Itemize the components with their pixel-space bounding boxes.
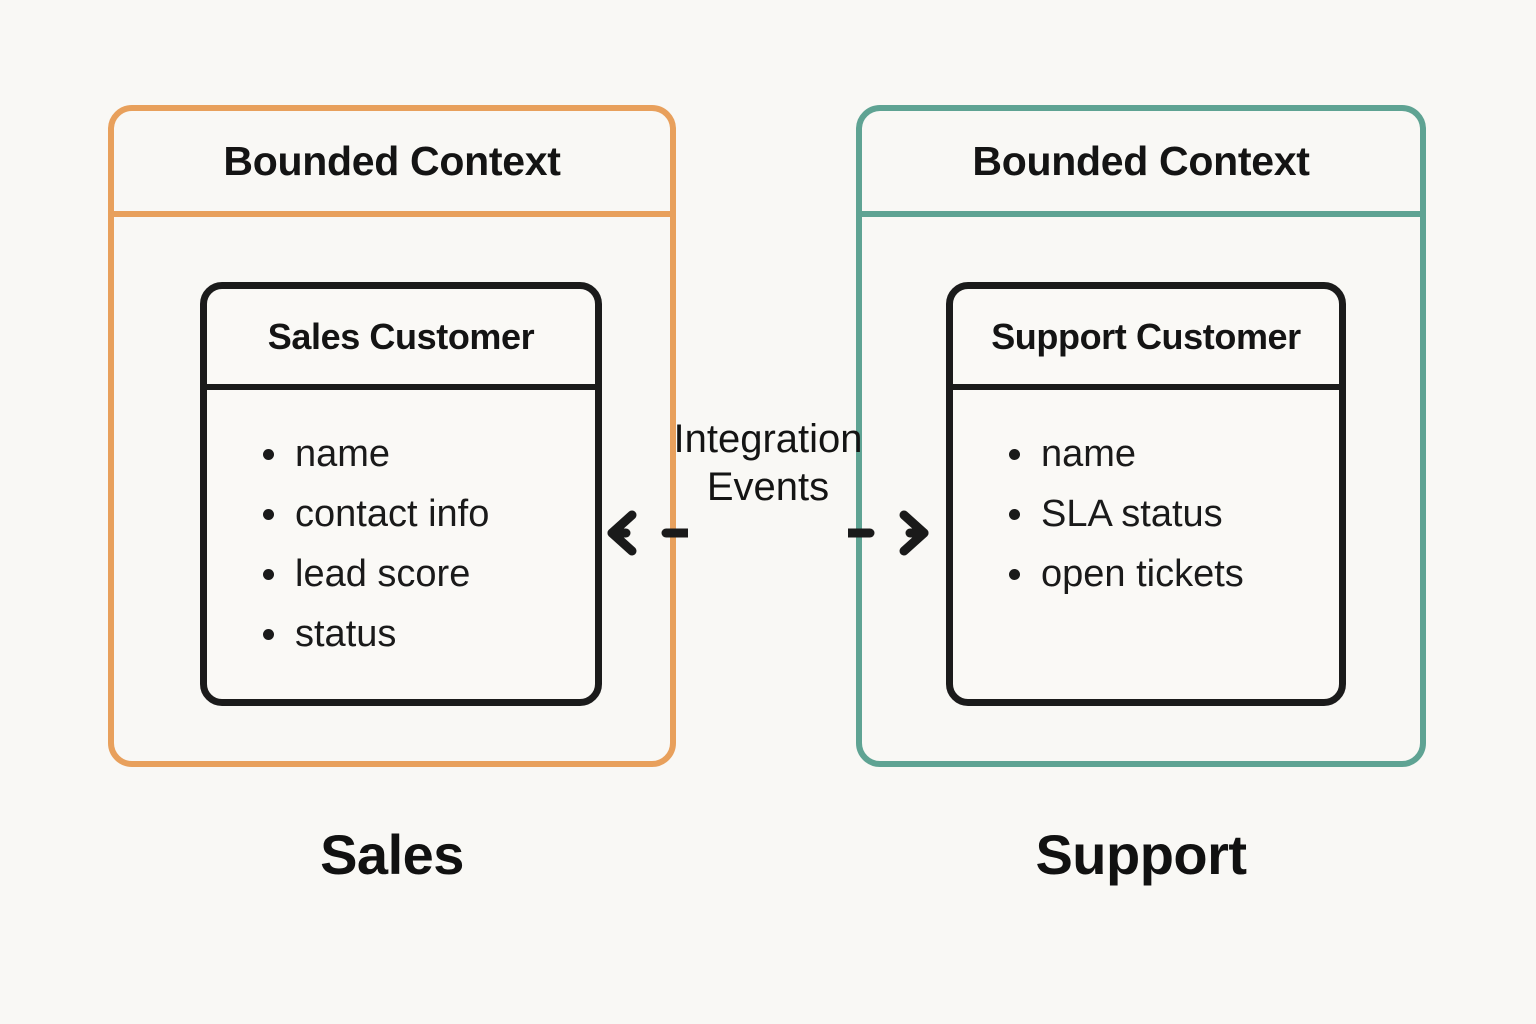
integration-events-label-line2: Events	[706, 465, 830, 509]
list-item: SLA status	[1005, 484, 1339, 544]
attribute-label: SLA status	[1041, 493, 1223, 535]
context-name-support: Support	[1035, 823, 1247, 886]
integration-events-label-line1: Integration	[673, 417, 863, 461]
bounded-context-support[interactable]: Bounded Context Support Customer name SL…	[856, 105, 1426, 767]
entity-sales-customer-title: Sales Customer	[207, 289, 595, 390]
bounded-context-sales[interactable]: Bounded Context Sales Customer name cont…	[108, 105, 676, 767]
bounded-context-support-header: Bounded Context	[862, 111, 1420, 217]
bounded-context-sales-header: Bounded Context	[114, 111, 670, 217]
entity-sales-customer-body: name contact info lead score status	[207, 390, 595, 664]
attribute-label: contact info	[295, 493, 490, 535]
list-item: lead score	[259, 544, 595, 604]
entity-support-customer-title-label: Support Customer	[991, 315, 1301, 357]
bullet-icon	[263, 629, 274, 640]
entity-sales-customer-attribute-list: name contact info lead score status	[207, 424, 595, 664]
attribute-label: name	[1041, 433, 1137, 475]
attribute-label: lead score	[295, 553, 471, 595]
list-item: name	[259, 424, 595, 484]
attribute-label: status	[295, 613, 397, 655]
list-item: status	[259, 604, 595, 664]
entity-support-customer-title: Support Customer	[953, 289, 1339, 390]
entity-card-support-customer[interactable]: Support Customer name SLA status open ti…	[946, 282, 1346, 706]
attribute-label: name	[295, 433, 391, 475]
bullet-icon	[263, 569, 274, 580]
arrow-left-dashed-icon	[607, 510, 688, 556]
bounded-context-sales-header-label: Bounded Context	[223, 137, 561, 184]
integration-events-label: Integration Events	[600, 415, 936, 511]
context-name-sales: Sales	[320, 823, 464, 886]
bullet-icon	[1009, 509, 1020, 520]
list-item: open tickets	[1005, 544, 1339, 604]
bullet-icon	[263, 449, 274, 460]
bullet-icon	[1009, 569, 1020, 580]
entity-support-customer-body: name SLA status open tickets	[953, 390, 1339, 604]
integration-events-group: Integration Events	[600, 415, 936, 556]
bullet-icon	[263, 509, 274, 520]
bounded-context-support-header-label: Bounded Context	[972, 137, 1310, 184]
list-item: contact info	[259, 484, 595, 544]
entity-card-sales-customer[interactable]: Sales Customer name contact info lead sc…	[200, 282, 602, 706]
entity-sales-customer-title-label: Sales Customer	[267, 315, 535, 357]
entity-support-customer-attribute-list: name SLA status open tickets	[953, 424, 1339, 604]
list-item: name	[1005, 424, 1339, 484]
bullet-icon	[1009, 449, 1020, 460]
arrow-right-dashed-icon	[848, 510, 929, 556]
attribute-label: open tickets	[1041, 553, 1244, 595]
